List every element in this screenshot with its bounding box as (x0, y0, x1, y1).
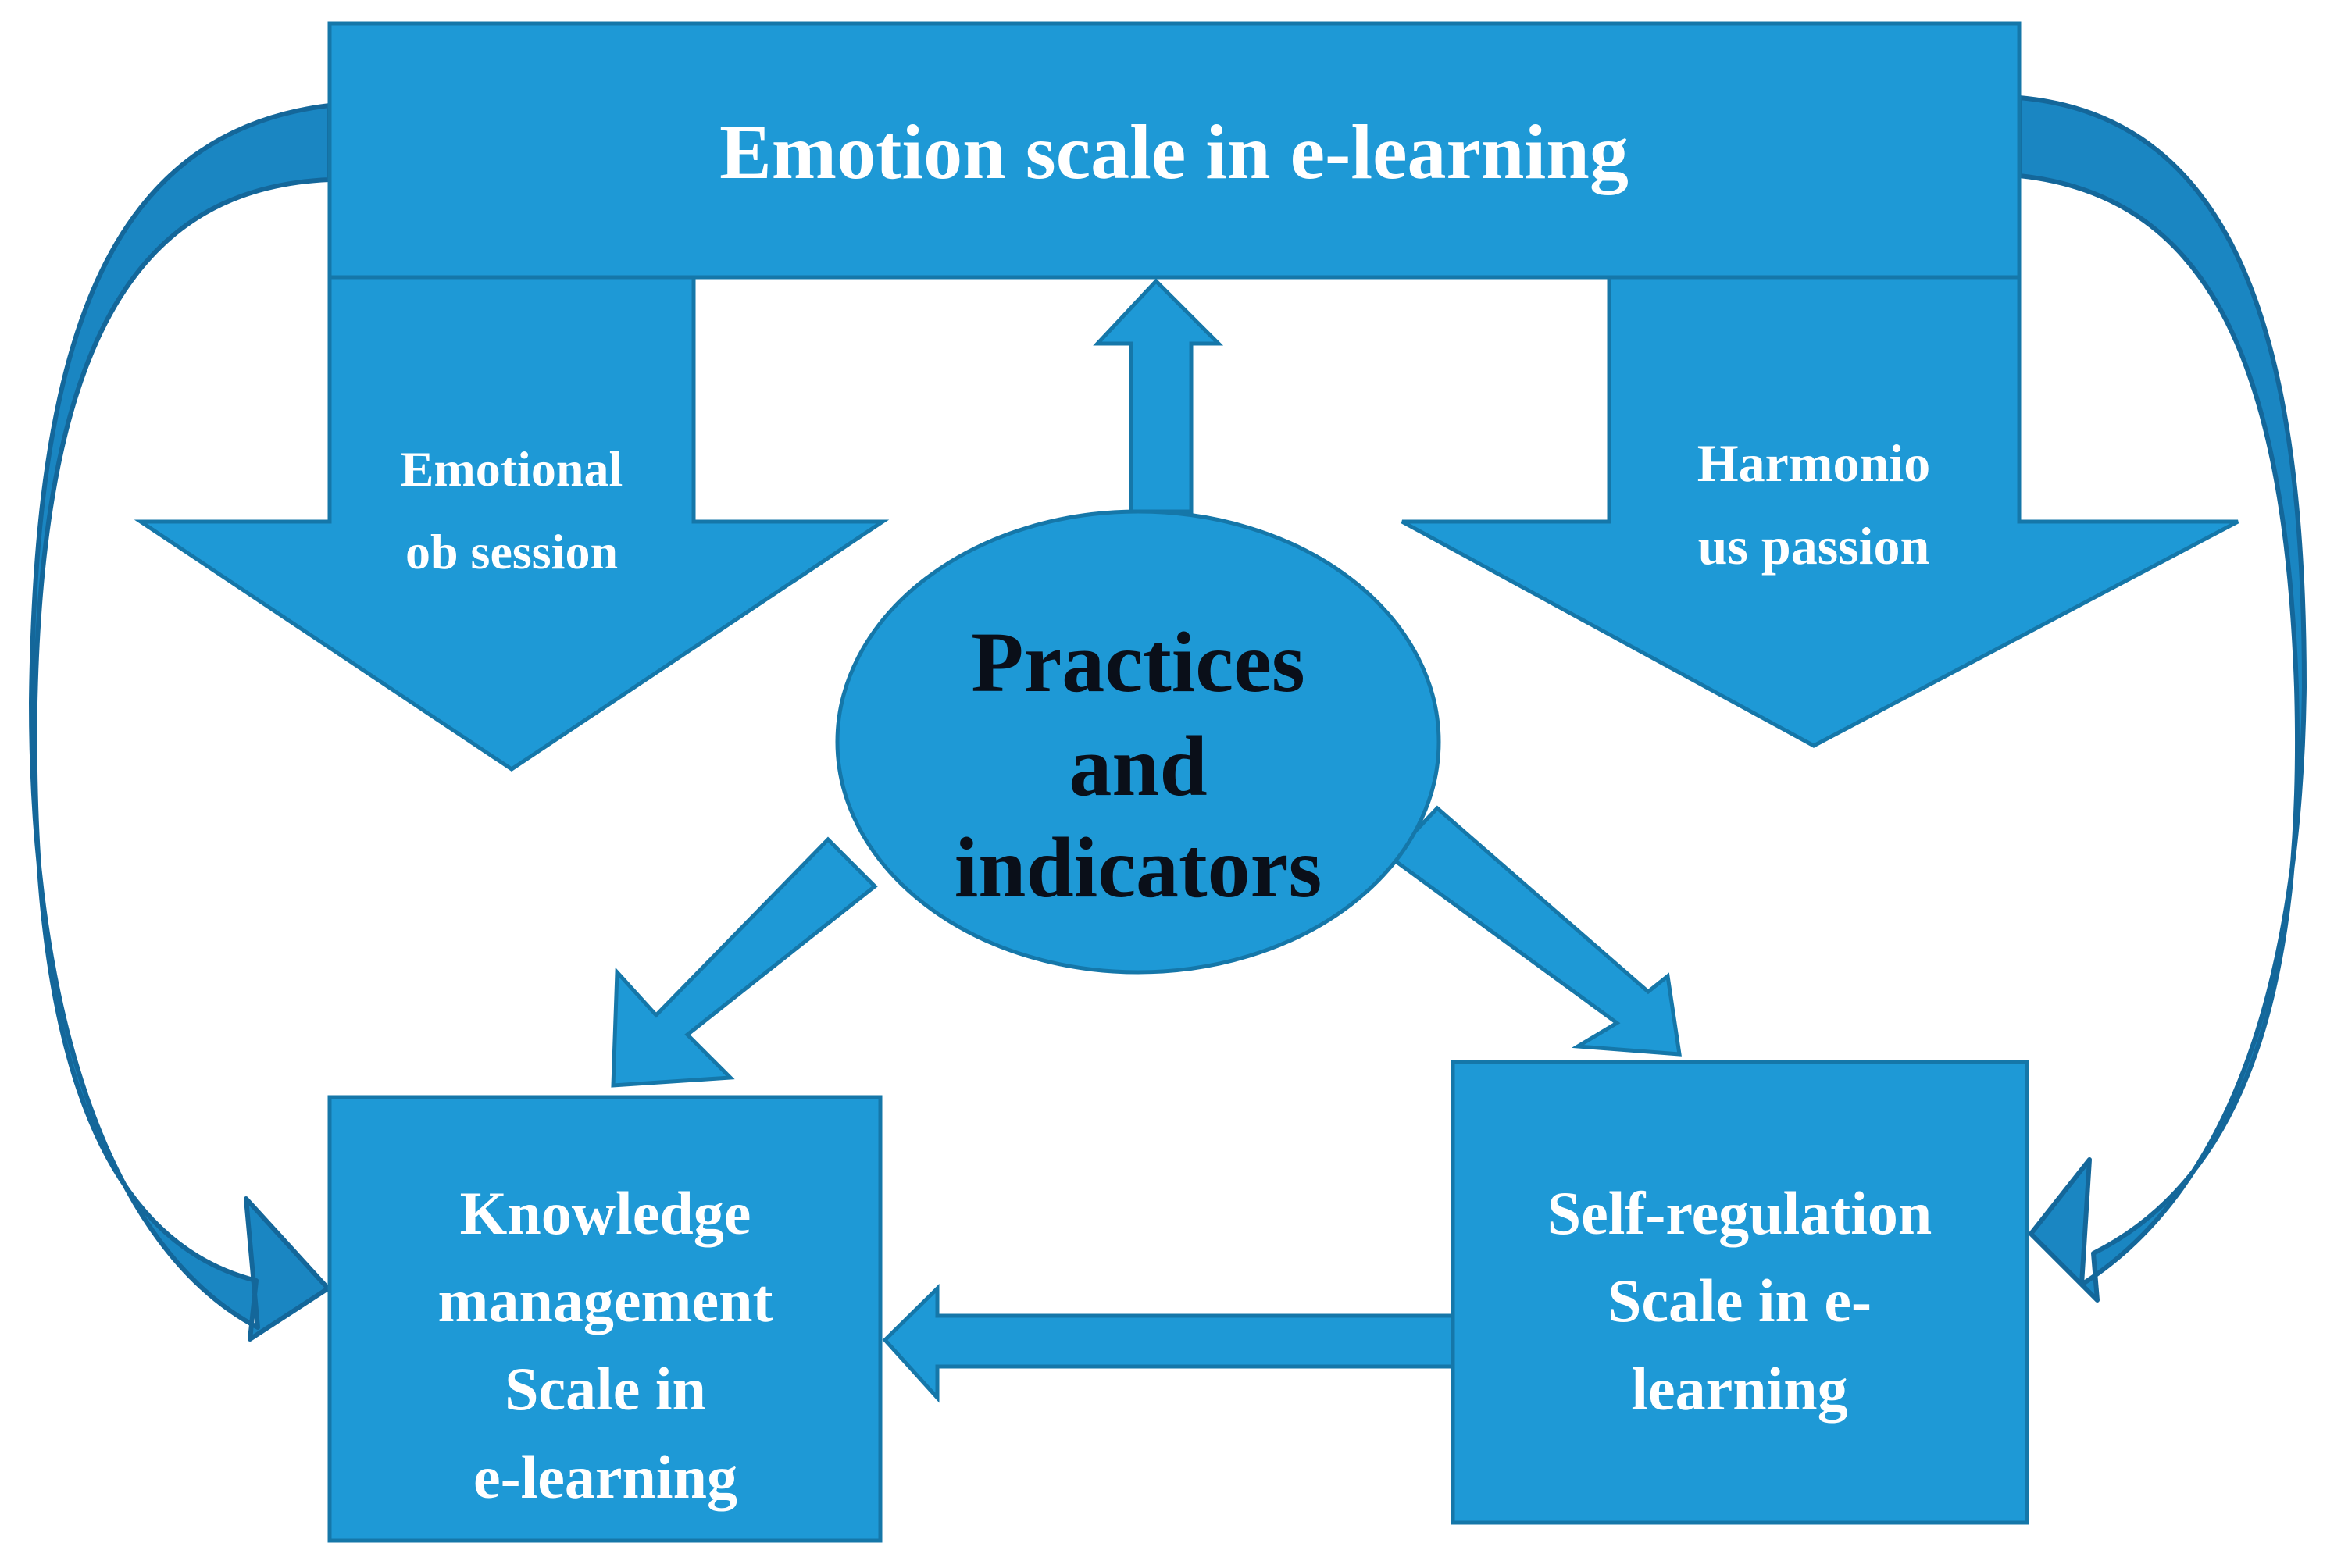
knowledge-label-line1: Knowledge (460, 1179, 751, 1247)
harmonious-passion-label-line2: us passion (1698, 516, 1930, 576)
knowledge-label-line4: e-learning (473, 1443, 737, 1511)
left-curved-arrow (29, 103, 332, 1342)
diag-arrow-to-knowledge (611, 836, 878, 1088)
emotional-obsession-label-line2: ob session (405, 524, 618, 579)
emotional-obsession-label-line1: Emotional (401, 441, 623, 497)
center-label-line3: indicators (955, 820, 1322, 915)
up-arrow-shape (1093, 278, 1224, 514)
horizontal-arrow-shape (882, 1284, 1455, 1403)
knowledge-box: Knowledge management Scale in e-learning (327, 1095, 883, 1543)
harmonious-passion-arrow: Harmonio us passion (1401, 271, 2239, 748)
emotional-obsession-arrow-shape (134, 271, 890, 772)
self-regulation-label-line2: Scale in e- (1608, 1267, 1872, 1335)
left-curved-arrow-body (29, 103, 332, 1342)
header-box: Emotion scale in e-learning (327, 21, 2022, 280)
center-label-line2: and (1069, 718, 1207, 814)
harmonious-passion-label-line1: Harmonio (1697, 433, 1930, 493)
self-regulation-label-line1: Self-regulation (1547, 1179, 1932, 1247)
diag-arrow-to-knowledge-shape (611, 836, 878, 1088)
self-regulation-label-line3: learning (1631, 1355, 1847, 1423)
knowledge-box-rect (327, 1095, 883, 1543)
knowledge-label-line2: management (438, 1267, 773, 1335)
right-curved-arrow (2017, 95, 2307, 1303)
emotional-obsession-arrow: Emotional ob session (134, 271, 890, 772)
header-title: Emotion scale in e-learning (719, 109, 1629, 195)
diag-arrow-to-self-regulation-shape (1387, 805, 1682, 1057)
diag-arrow-to-self-regulation (1387, 805, 1682, 1057)
self-regulation-box: Self-regulation Scale in e- learning (1451, 1060, 2029, 1525)
knowledge-label-line3: Scale in (505, 1355, 706, 1423)
right-curved-arrow-body (2017, 95, 2307, 1303)
center-label-line1: Practices (971, 615, 1305, 710)
harmonious-passion-arrow-shape (1401, 271, 2239, 748)
up-arrow (1093, 278, 1224, 514)
horizontal-arrow (882, 1284, 1455, 1403)
center-ellipse-shape (835, 509, 1441, 975)
self-regulation-box-rect (1451, 1060, 2029, 1525)
header-box-rect (327, 21, 2022, 280)
center-ellipse: Practices and indicators (835, 509, 1441, 975)
